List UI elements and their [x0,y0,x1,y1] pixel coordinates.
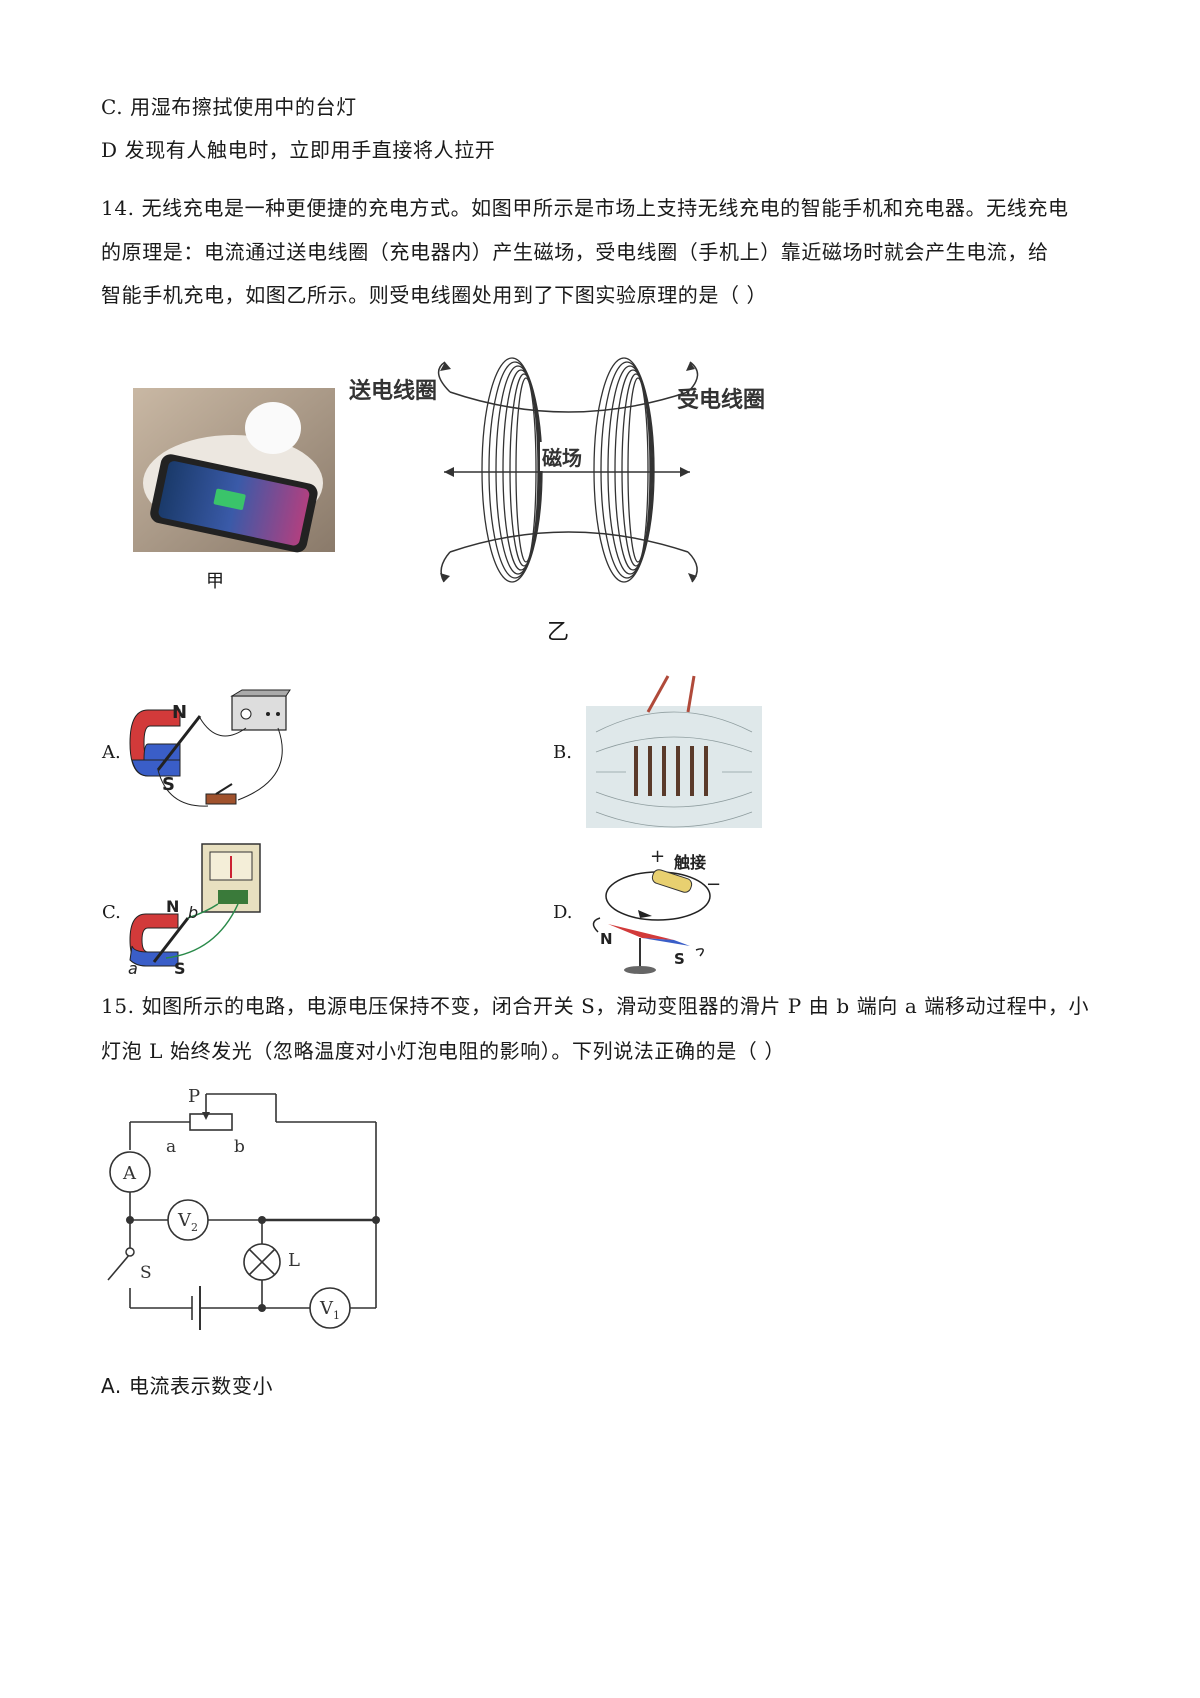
option-b-label: B. [553,742,572,763]
option-c-figure: N b a S [128,843,261,978]
a-s-pole: S [162,774,175,795]
option-d-figure: + 触接 − N S [592,846,721,974]
send-coil-label: 送电线圈 [349,379,438,404]
c-b-label: b [188,903,198,922]
option-d-label: D. [553,902,573,923]
switch-label: S [140,1263,152,1283]
magnetic-field-label: 磁场 [540,442,584,471]
voltmeter-v2-sub: 2 [191,1221,198,1234]
c-s-pole: S [174,959,186,978]
rheostat-b-label: b [234,1137,245,1157]
voltmeter-v1-label: V [319,1298,334,1319]
q14-line3: 智能手机充电，如图乙所示。则受电线圈处用到了下图实验原理的是（ ） [101,283,768,307]
rheostat-a-label: a [166,1137,176,1157]
option-a-label: A. [102,742,121,763]
phone-charger-photo [133,388,335,553]
option-a-figure: N S [129,689,291,807]
c-a-label: a [128,959,138,978]
q15-line2: 灯泡 L 始终发光（忽略温度对小灯泡电阻的影响）。下列说法正确的是（ ） [101,1039,785,1063]
d-n-label: N [600,930,613,948]
option-c-text: C. 用湿布擦拭使用中的台灯 [101,95,357,119]
option-d-text: D 发现有人触电时，立即用手直接将人拉开 [101,138,496,162]
figure-jia-label: 甲 [206,571,224,592]
d-plus: + [650,846,665,867]
slider-p-label: P [188,1086,200,1107]
option-c-label: C. [102,902,121,923]
ammeter-label: A [122,1163,137,1184]
voltmeter-v2-label: V [177,1210,192,1231]
option-b-figure [586,675,762,828]
figure-yi-label: 乙 [547,620,570,645]
lamp-label: L [288,1250,300,1271]
q14-line1: 14. 无线充电是一种更便捷的充电方式。如图甲所示是市场上支持无线充电的智能手机… [101,196,1069,220]
d-s-label: S [674,950,685,968]
q14-line2: 的原理是：电流通过送电线圈（充电器内）产生磁场，受电线圈（手机上）靠近磁场时就会… [101,240,1049,264]
c-n-pole: N [166,897,179,916]
receive-coil-label: 受电线圈 [677,388,766,413]
q15-option-a: A. 电流表示数变小 [101,1374,274,1398]
q15-line1: 15. 如图所示的电路，电源电压保持不变，闭合开关 S，滑动变阻器的滑片 P 由… [101,994,1090,1018]
d-touch-label: 触接 [673,853,706,872]
a-n-pole: N [172,702,187,723]
circuit-diagram: P a b A V 2 V 1 L S [107,1086,380,1330]
voltmeter-v1-sub: 1 [333,1309,340,1322]
d-minus: − [706,874,721,895]
